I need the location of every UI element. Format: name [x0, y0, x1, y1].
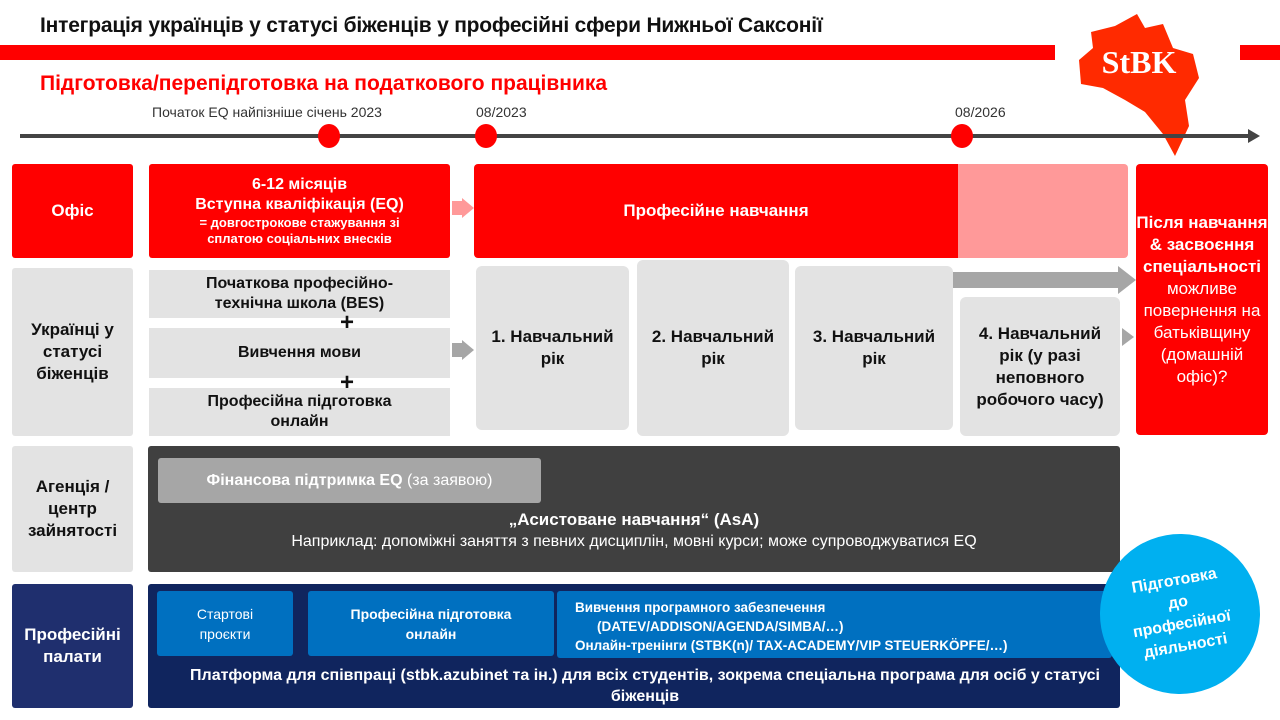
professional-training: Професійне навчання: [474, 164, 958, 258]
year-4: 4. Навчальний рік (у разі неповного робо…: [960, 297, 1120, 436]
start-projects: Стартові проєкти: [157, 591, 293, 656]
prep-bes: Початкова професійно-технічна школа (BES…: [149, 270, 450, 318]
eq-box: 6-12 місяців Вступна кваліфікація (EQ) =…: [149, 164, 450, 258]
row-label-refugees: Українці у статусі біженців: [12, 268, 133, 436]
arrow-icon: [953, 272, 1119, 288]
row-label-chambers: Професійні палати: [12, 584, 133, 708]
eq-desc: = довгострокове стажування зі сплатою со…: [199, 215, 400, 246]
stbk-logo: StBK: [1075, 8, 1205, 158]
red-band-right: [1240, 45, 1280, 60]
year-1: 1. Навчальний рік: [476, 266, 629, 430]
plus-icon: +: [340, 309, 355, 336]
arrow-icon: [462, 198, 474, 218]
row-label-office: Офіс: [12, 164, 133, 258]
after-bold: Після навчання & засвоєння спеціальності: [1136, 212, 1268, 276]
timeline-label-08-2023: 08/2023: [476, 104, 527, 120]
platform-text: Платформа для співпраці (stbk.azubinet т…: [190, 667, 1100, 705]
prep-online: Професійна підготовка онлайн: [149, 388, 450, 436]
red-band: [0, 45, 1055, 60]
eq-duration: 6-12 місяців: [251, 176, 348, 193]
arrow-icon: [462, 340, 474, 360]
after-training-box: Після навчання & засвоєння спеціальності…: [1136, 164, 1268, 435]
timeline-axis: [20, 134, 1250, 138]
software-box: Вивчення програмного забезпечення (DATEV…: [557, 591, 1112, 658]
software-list: (DATEV/ADDISON/AGENDA/SIMBA/…): [597, 619, 844, 634]
arrow-icon: [1122, 328, 1134, 346]
training-extension: [958, 164, 1128, 258]
online-training: Професійна підготовка онлайн: [308, 591, 554, 656]
arrow-icon: [452, 343, 462, 357]
slide-title: Інтеграція українців у статусі біженців …: [40, 14, 823, 37]
slide-subtitle: Підготовка/перепідготовка на податкового…: [40, 72, 608, 95]
support-rest: (за заявою): [402, 471, 493, 489]
timeline-marker: [951, 124, 973, 148]
financial-support-button: Фінансова підтримка EQ (за заявою): [158, 458, 541, 503]
software-title: Вивчення програмного забезпечення: [575, 600, 826, 615]
timeline-label-eq-start: Початок EQ найпізніше січень 2023: [152, 104, 382, 120]
eq-title: Вступна кваліфікація (EQ): [195, 196, 404, 213]
row-label-agency: Агенція /центр зайнятості: [12, 446, 133, 572]
after-rest: можливе повернення на батьківщину (домаш…: [1143, 278, 1261, 386]
arrow-icon: [452, 201, 462, 215]
timeline-marker: [475, 124, 497, 148]
asa-title: „Асистоване навчання“ (AsA): [508, 510, 760, 529]
arrow-icon: [1118, 266, 1136, 294]
svg-text:StBK: StBK: [1102, 44, 1177, 80]
plus-icon: +: [340, 369, 355, 396]
year-3: 3. Навчальний рік: [795, 266, 953, 430]
asa-example: Наприклад: допоміжні заняття з певних ди…: [291, 533, 977, 550]
timeline-marker: [318, 124, 340, 148]
online-trainings: Онлайн-тренінги (STBK(n)/ TAX-ACADEMY/VI…: [575, 638, 1008, 653]
timeline-label-08-2026: 08/2026: [955, 104, 1006, 120]
prep-language: Вивчення мови: [149, 328, 450, 378]
year-2: 2. Навчальний рік: [637, 260, 789, 436]
timeline-arrowhead: [1248, 129, 1260, 143]
support-bold: Фінансова підтримка EQ: [206, 471, 403, 489]
